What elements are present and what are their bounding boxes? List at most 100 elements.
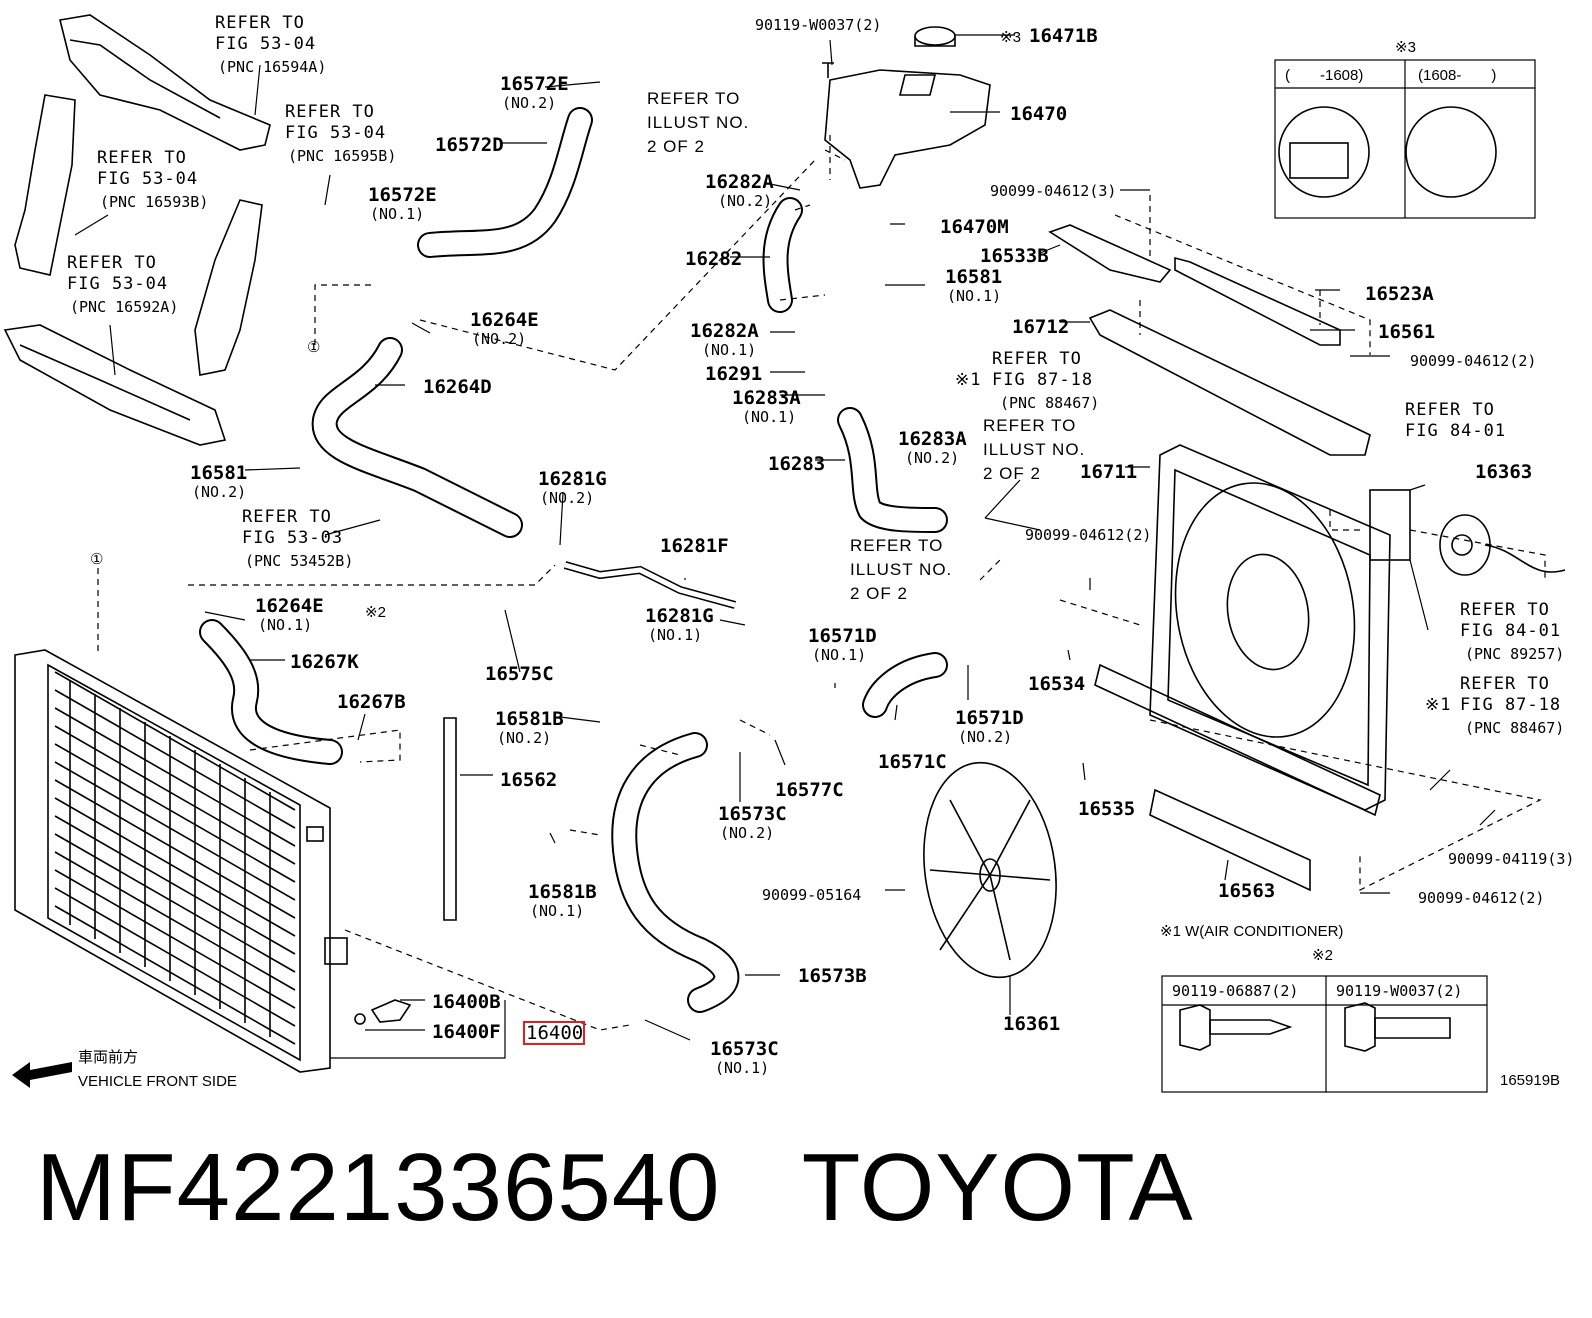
part-label-16575C[interactable]: 16575C xyxy=(485,663,554,685)
svg-text:(NO.1): (NO.1) xyxy=(742,408,796,426)
svg-text:16281G: 16281G xyxy=(538,468,607,490)
part-label-16535[interactable]: 16535 xyxy=(1078,798,1135,820)
svg-text:(NO.1): (NO.1) xyxy=(812,646,866,664)
svg-text:16523A: 16523A xyxy=(1365,283,1434,305)
svg-text:(PNC 88467): (PNC 88467) xyxy=(1000,394,1099,412)
part-label-16562[interactable]: 16562 xyxy=(500,769,557,791)
part-label-90099-04612-2a[interactable]: 90099-04612(2) xyxy=(1410,352,1536,370)
part-label-16264E-no2[interactable]: 16264E (NO.2) xyxy=(470,309,539,348)
part-label-16712[interactable]: 16712 xyxy=(1012,316,1069,338)
part-label-16281F[interactable]: 16281F xyxy=(660,535,729,557)
svg-text:16535: 16535 xyxy=(1078,798,1135,820)
part-label-16571D-no2[interactable]: 16571D (NO.2) xyxy=(955,707,1024,746)
svg-text:REFER TO: REFER TO xyxy=(1460,600,1550,620)
refer-note-88467-b: REFER TO ※1 FIG 87-18 (PNC 88467) xyxy=(1425,674,1564,737)
part-label-16281G-no1[interactable]: 16281G (NO.1) xyxy=(645,605,714,644)
part-label-16577C[interactable]: 16577C xyxy=(775,779,844,801)
part-label-16400F[interactable]: 16400F xyxy=(432,1021,501,1043)
svg-text:(PNC 53452B): (PNC 53452B) xyxy=(245,552,353,570)
part-label-16470M[interactable]: 16470M xyxy=(940,216,1009,238)
part-label-16571C[interactable]: 16571C xyxy=(878,751,947,773)
caption-brand: TOYOTA xyxy=(801,1134,1194,1241)
svg-text:(NO.2): (NO.2) xyxy=(497,729,551,747)
part-label-16470[interactable]: 16470 xyxy=(1010,103,1067,125)
svg-text:REFER TO: REFER TO xyxy=(285,102,375,122)
svg-text:(NO.1): (NO.1) xyxy=(258,616,312,634)
svg-text:FIG 84-01: FIG 84-01 xyxy=(1460,621,1561,641)
refer-note-illust-a: REFER TO ILLUST NO. 2 OF 2 xyxy=(647,89,748,156)
part-label-16281G-no2[interactable]: 16281G (NO.2) xyxy=(538,468,607,507)
svg-text:(NO.2): (NO.2) xyxy=(958,728,1012,746)
svg-text:16267B: 16267B xyxy=(337,691,406,713)
svg-text:(NO.1): (NO.1) xyxy=(530,902,584,920)
svg-text:(PNC 89257): (PNC 89257) xyxy=(1465,645,1564,663)
radiator xyxy=(14,649,348,1073)
part-label-16563[interactable]: 16563 xyxy=(1218,880,1275,902)
svg-text:90099-04612(2): 90099-04612(2) xyxy=(1410,352,1536,370)
part-label-16581-no1[interactable]: 16581 (NO.1) xyxy=(945,266,1002,305)
part-label-16264D[interactable]: 16264D xyxy=(423,376,492,398)
part-label-16282A-no2[interactable]: 16282A (NO.2) xyxy=(705,171,774,210)
part-label-90099-05164[interactable]: 90099-05164 xyxy=(762,886,861,904)
part-label-16283[interactable]: 16283 xyxy=(768,453,825,475)
part-label-90099-04612-3[interactable]: 90099-04612(3) xyxy=(990,182,1116,200)
part-label-16711[interactable]: 16711 xyxy=(1080,461,1137,483)
svg-text:(NO.2): (NO.2) xyxy=(502,94,556,112)
svg-text:車両前方: 車両前方 xyxy=(78,1049,138,1066)
reservoir-tank xyxy=(822,26,991,189)
part-label-16283A-no2[interactable]: 16283A (NO.2) xyxy=(898,428,967,467)
svg-text:90099-04612(3): 90099-04612(3) xyxy=(990,182,1116,200)
part-label-16523A[interactable]: 16523A xyxy=(1365,283,1434,305)
part-label-16573C-no2[interactable]: 16573C (NO.2) xyxy=(718,803,787,842)
svg-text:FIG 87-18: FIG 87-18 xyxy=(992,370,1093,390)
part-label-16283A-no1[interactable]: 16283A (NO.1) xyxy=(732,387,801,426)
part-label-16533B[interactable]: 16533B xyxy=(980,245,1049,267)
part-label-90119-W0037[interactable]: 90119-W0037(2) xyxy=(755,16,881,34)
part-label-16361[interactable]: 16361 xyxy=(1003,1013,1060,1035)
part-label-90099-04119-3[interactable]: 90099-04119(3) xyxy=(1448,850,1574,868)
part-label-16267B[interactable]: 16267B xyxy=(337,691,406,713)
part-label-16267K[interactable]: 16267K xyxy=(290,651,359,673)
svg-text:16470: 16470 xyxy=(1010,103,1067,125)
table-x2-col2: 90119-W0037(2) xyxy=(1336,982,1462,1000)
refer-note-84-01: REFER TO FIG 84-01 xyxy=(1405,400,1505,441)
svg-text:(NO.1): (NO.1) xyxy=(648,626,702,644)
part-label-16282[interactable]: 16282 xyxy=(685,248,742,270)
part-label-16534[interactable]: 16534 xyxy=(1028,673,1085,695)
part-label-90099-04612-2c[interactable]: 90099-04612(2) xyxy=(1418,889,1544,907)
svg-text:16571D: 16571D xyxy=(808,625,877,647)
part-label-16581B-no1[interactable]: 16581B (NO.1) xyxy=(528,881,597,920)
part-label-16471B[interactable]: ※3 16471B xyxy=(1000,25,1098,47)
svg-text:16283: 16283 xyxy=(768,453,825,475)
part-label-16581B-no2[interactable]: 16581B (NO.2) xyxy=(495,708,564,747)
part-label-16291[interactable]: 16291 xyxy=(705,363,762,385)
part-label-16571D-no1[interactable]: 16571D (NO.1) xyxy=(808,625,877,664)
svg-text:16264E: 16264E xyxy=(470,309,539,331)
part-label-16572D[interactable]: 16572D xyxy=(435,134,504,156)
svg-text:(NO.2): (NO.2) xyxy=(905,449,959,467)
part-label-90099-04612-2b[interactable]: 90099-04612(2) xyxy=(1025,526,1151,544)
part-label-16572E-no2[interactable]: 16572E (NO.2) xyxy=(500,73,569,112)
svg-text:16470M: 16470M xyxy=(940,216,1009,238)
circle-ref-1-a: ① xyxy=(307,339,320,356)
part-label-16573C-no1[interactable]: 16573C (NO.1) xyxy=(710,1038,779,1077)
svg-text:※3: ※3 xyxy=(1395,39,1416,56)
part-label-16573B[interactable]: 16573B xyxy=(798,965,867,987)
part-label-16363[interactable]: 16363 xyxy=(1475,461,1532,483)
part-label-16282A-no1[interactable]: 16282A (NO.1) xyxy=(690,320,759,359)
illustration-code: 165919B xyxy=(1500,1072,1560,1089)
svg-text:16711: 16711 xyxy=(1080,461,1137,483)
part-label-16581-no2[interactable]: 16581 (NO.2) xyxy=(190,462,247,501)
svg-text:FIG 87-18: FIG 87-18 xyxy=(1460,695,1561,715)
refer-note-16595B: REFER TO FIG 53-04 (PNC 16595B) xyxy=(285,102,396,165)
part-label-16572E-no1[interactable]: 16572E (NO.1) xyxy=(368,184,437,223)
part-label-16400B[interactable]: 16400B xyxy=(432,991,501,1013)
svg-text:REFER TO: REFER TO xyxy=(1405,400,1495,420)
part-label-16400-highlighted[interactable]: 16400 xyxy=(523,1021,585,1045)
part-label-16264E-no1[interactable]: 16264E (NO.1) xyxy=(255,595,324,634)
svg-text:(NO.1): (NO.1) xyxy=(947,287,1001,305)
svg-text:16573C: 16573C xyxy=(710,1038,779,1060)
svg-text:FIG 53-04: FIG 53-04 xyxy=(67,274,168,294)
svg-text:16533B: 16533B xyxy=(980,245,1049,267)
part-label-16561[interactable]: 16561 xyxy=(1378,321,1435,343)
